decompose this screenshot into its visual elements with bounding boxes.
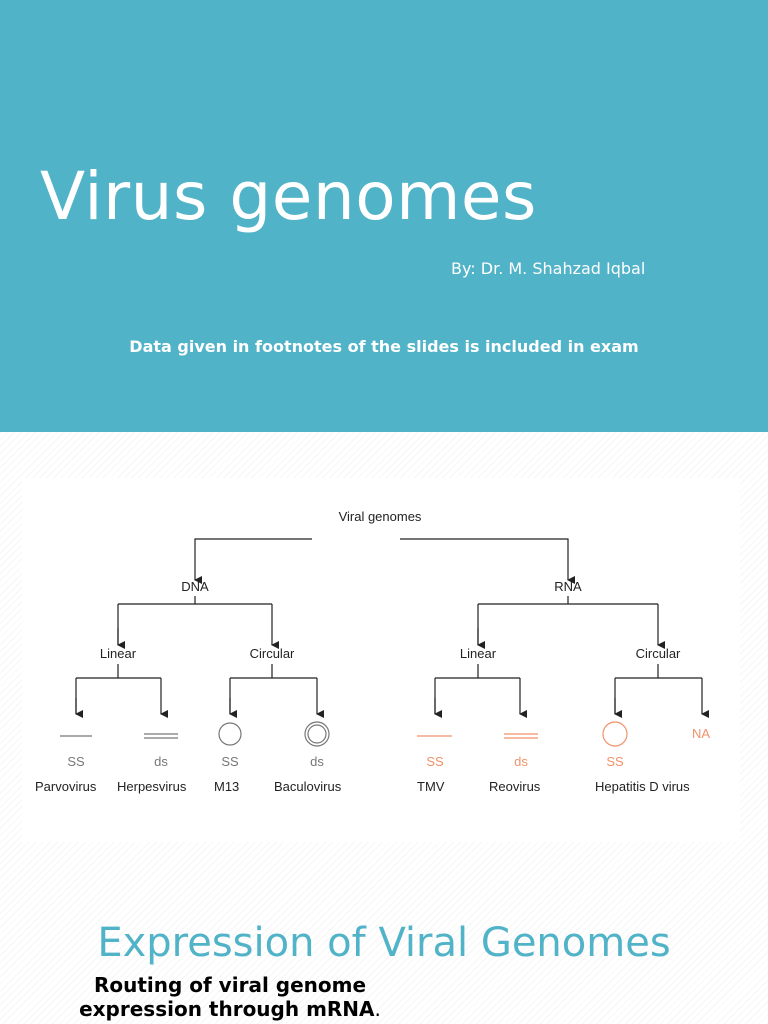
connector-dna-linear-leaves — [75, 664, 161, 714]
strand-label: SS — [221, 754, 239, 769]
strand-label: ds — [514, 754, 528, 769]
connector-rna-circular-leaves — [614, 664, 702, 714]
virus-example: M13 — [214, 779, 239, 794]
dna-linear-label: Linear — [100, 646, 137, 661]
strand-label: SS — [426, 754, 444, 769]
rna-label: RNA — [554, 579, 582, 594]
strand-label: SS — [67, 754, 85, 769]
strand-label: ds — [310, 754, 324, 769]
ss-circular-rna-icon — [602, 721, 628, 747]
connector-root-dna — [194, 538, 312, 584]
connector-rna-linear-leaves — [434, 664, 520, 714]
root-label: Viral genomes — [339, 509, 422, 524]
section-heading: Expression of Viral Genomes — [97, 920, 671, 966]
exam-note: Data given in footnotes of the slides is… — [129, 337, 639, 356]
virus-example: Hepatitis D virus — [595, 779, 690, 794]
author-byline: By: Dr. M. Shahzad Iqbal — [451, 259, 646, 278]
content-slide: Viral genomes DNA RNA Linear Circular Li… — [0, 432, 768, 1024]
diagram-svg: Viral genomes DNA RNA Linear Circular Li… — [35, 509, 710, 794]
connector-dna-branches — [117, 596, 272, 645]
title-slide: Virus genomes By: Dr. M. Shahzad Iqbal D… — [0, 0, 768, 432]
virus-example: TMV — [417, 779, 445, 794]
ss-circular-dna-icon — [218, 722, 242, 746]
virus-example: Reovirus — [489, 779, 541, 794]
routing-label: Routing of viral genome expression throu… — [79, 973, 375, 1021]
dna-circular-label: Circular — [250, 646, 295, 661]
strand-label: SS — [606, 754, 624, 769]
connector-rna-branches — [477, 596, 658, 645]
routing-text: Routing of viral genome expression throu… — [60, 973, 400, 1021]
rna-circular-label: Circular — [636, 646, 681, 661]
rna-circular-na: NA — [692, 726, 710, 741]
virus-example: Herpesvirus — [117, 779, 187, 794]
strand-label: ds — [154, 754, 168, 769]
viral-genomes-diagram: Viral genomes DNA RNA Linear Circular Li… — [22, 478, 740, 842]
ds-circular-dna-icon — [304, 721, 330, 747]
dna-label: DNA — [181, 579, 209, 594]
virus-example: Baculovirus — [274, 779, 342, 794]
virus-example: Parvovirus — [35, 779, 97, 794]
connector-dna-circular-leaves — [229, 664, 317, 714]
connector-root-rna — [400, 538, 575, 584]
routing-period: . — [374, 997, 381, 1021]
rna-linear-label: Linear — [460, 646, 497, 661]
slide-title: Virus genomes — [40, 158, 537, 235]
